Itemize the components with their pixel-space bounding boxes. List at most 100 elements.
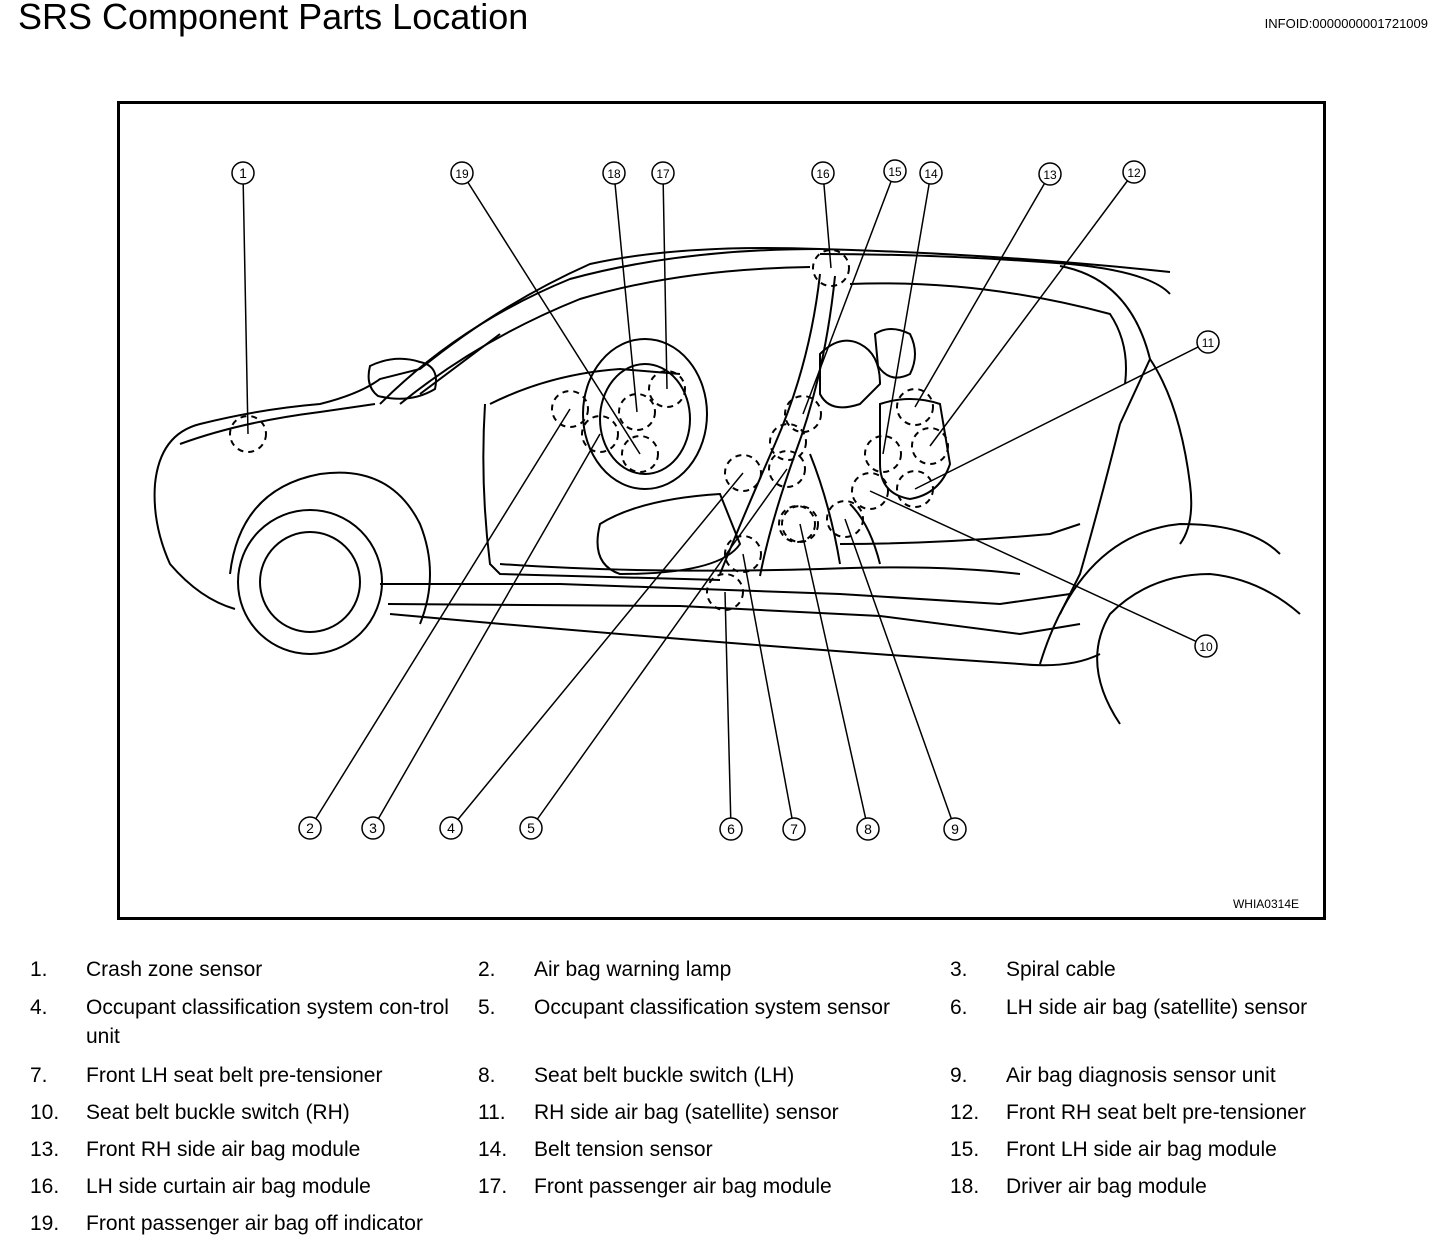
legend-label: Driver air bag module — [1006, 1175, 1207, 1198]
windshield-frame — [379, 248, 821, 405]
legend-number: 10. — [30, 1101, 60, 1124]
callout-number: 11 — [1202, 336, 1215, 350]
rear-wheel — [1096, 572, 1301, 725]
legend-number: 3. — [950, 958, 968, 981]
leader-line-11 — [914, 341, 1209, 490]
legend-number: 11. — [478, 1101, 506, 1124]
callout-13: 13 — [1038, 162, 1062, 186]
component-location-2 — [551, 390, 589, 428]
steering-wheel-inner — [599, 363, 691, 475]
figure-code: WHIA0314E — [1232, 897, 1299, 911]
front-bumper — [153, 483, 236, 610]
legend-number: 8. — [478, 1064, 496, 1087]
callout-number: 18 — [607, 167, 621, 181]
legend-label: LH side air bag (satellite) sensor — [1006, 996, 1308, 1019]
component-location-14 — [864, 435, 902, 473]
c-pillar — [1059, 423, 1121, 615]
component-location-17 — [648, 370, 686, 408]
callout-circle — [856, 817, 880, 841]
callout-15: 15 — [883, 159, 907, 183]
rocker-panel — [387, 603, 1081, 636]
callout-circle — [883, 159, 907, 183]
steering-wheel — [582, 338, 708, 490]
seat-track — [849, 503, 881, 565]
component-location-10 — [851, 472, 889, 510]
component-location-3 — [581, 415, 619, 453]
component-location-4 — [724, 454, 762, 492]
dashboard — [489, 367, 681, 405]
callout-circle — [439, 816, 463, 840]
callout-circle — [651, 161, 675, 185]
callout-circle — [782, 817, 806, 841]
callout-18: 18 — [602, 161, 626, 185]
component-location-8 — [781, 505, 819, 543]
callout-circle — [811, 161, 835, 185]
leader-line-12 — [929, 171, 1135, 447]
callout-14: 14 — [919, 161, 943, 185]
callout-number: 2 — [306, 820, 314, 836]
callout-number: 16 — [816, 167, 830, 181]
callout-circle — [1196, 330, 1220, 354]
callout-circle — [519, 816, 543, 840]
callout-number: 10 — [1199, 640, 1213, 654]
callout-circle — [719, 817, 743, 841]
component-location-11 — [896, 470, 934, 508]
callout-circle — [1122, 160, 1146, 184]
legend-label: Occupant classification system con-trol … — [86, 996, 449, 1048]
rear-door-lower — [839, 523, 1081, 545]
windshield-inner — [399, 266, 811, 405]
callout-12: 12 — [1122, 160, 1146, 184]
callout-number: 19 — [455, 167, 469, 181]
callout-number: 12 — [1127, 166, 1141, 180]
component-location-9 — [826, 500, 864, 538]
front-seat-back — [819, 339, 882, 409]
component-location-12 — [911, 427, 949, 465]
rear-wheel-arch — [1039, 522, 1281, 665]
callout-number: 9 — [951, 821, 959, 837]
callout-circle — [298, 816, 322, 840]
legend-number: 14. — [478, 1138, 508, 1161]
front-door-opening — [482, 403, 721, 581]
component-location-13 — [896, 388, 934, 426]
roof-line — [819, 253, 1171, 295]
hood-line — [179, 403, 376, 445]
front-wheel — [237, 509, 383, 655]
component-location-6 — [706, 573, 744, 611]
leader-line-5 — [530, 468, 788, 829]
callout-10: 10 — [1194, 634, 1218, 658]
legend-label: Air bag diagnosis sensor unit — [1006, 1064, 1276, 1087]
callout-number: 7 — [790, 821, 798, 837]
legend-label: Spiral cable — [1006, 958, 1116, 981]
callout-8: 8 — [856, 817, 880, 841]
front-body-outline — [154, 247, 1171, 485]
component-location-7 — [724, 535, 762, 573]
callout-number: 13 — [1043, 168, 1057, 182]
legend-number: 12. — [950, 1101, 980, 1124]
legend-label: Seat belt buckle switch (RH) — [86, 1101, 350, 1124]
callout-16: 16 — [811, 161, 835, 185]
legend-label: Front RH seat belt pre-tensioner — [1006, 1101, 1306, 1124]
leader-line-14 — [882, 172, 932, 455]
callout-1: 1 — [231, 161, 255, 185]
callout-number: 17 — [656, 167, 670, 181]
rear-seat — [879, 398, 952, 501]
info-id: INFOID:0000000001721009 — [1264, 16, 1428, 31]
legend-number: 13. — [30, 1138, 60, 1161]
a-pillar — [419, 333, 501, 395]
leader-line-2 — [309, 408, 571, 829]
component-location-5 — [768, 450, 806, 488]
callout-circle — [919, 161, 943, 185]
callout-circle — [450, 161, 474, 185]
legend-label: Front RH side air bag module — [86, 1138, 361, 1161]
legend-label: Seat belt buckle switch (LH) — [534, 1064, 795, 1087]
callout-number: 4 — [447, 820, 455, 836]
rear-quarter — [1149, 358, 1193, 545]
passenger-headrest — [873, 328, 916, 379]
legend-number: 2. — [478, 958, 496, 981]
legend-label: RH side air bag (satellite) sensor — [534, 1101, 839, 1124]
callout-19: 19 — [450, 161, 474, 185]
leader-line-16 — [822, 172, 832, 269]
legend-number: 4. — [30, 996, 48, 1019]
callout-circle — [943, 817, 967, 841]
